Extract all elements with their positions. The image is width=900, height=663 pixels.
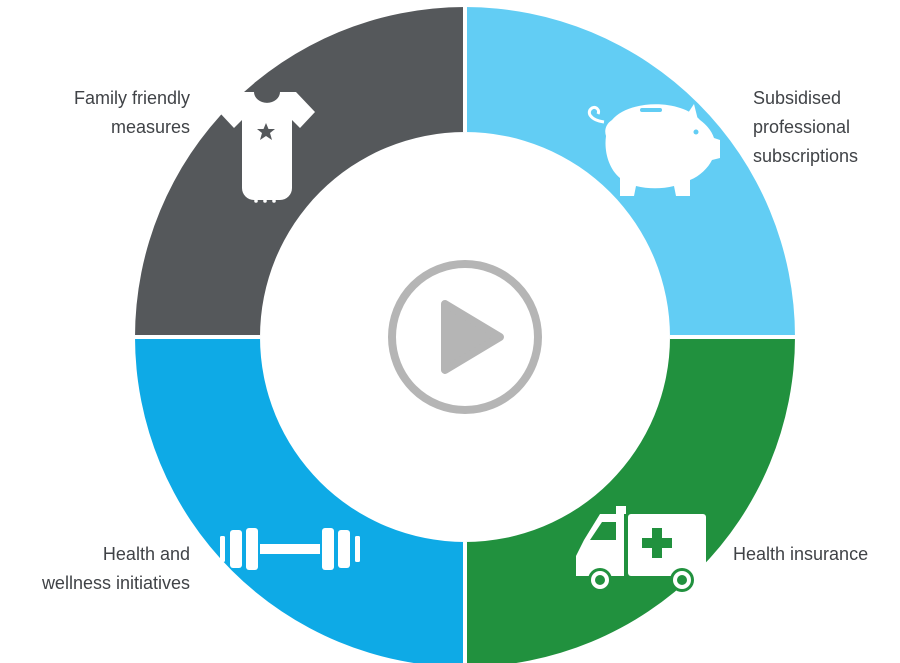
label-health-insurance: Health insurance: [733, 544, 869, 564]
segment-insurance: [465, 337, 795, 663]
label-family-friendly-measures: Family friendly measures: [73, 88, 190, 137]
play-button-icon[interactable]: [388, 260, 542, 414]
piggy-bank-icon: [587, 104, 720, 196]
label-health-and-wellness-initiatives: Health and wellness initiatives: [41, 544, 190, 593]
segment-wellness: [135, 337, 465, 663]
label-subsidised-professional-subscriptions: Subsidised professional subscriptions: [753, 88, 859, 166]
baby-onesie-icon: [219, 92, 315, 203]
dumbbell-icon: [220, 528, 360, 570]
ambulance-icon: [576, 506, 706, 592]
segment-family: [135, 7, 465, 337]
